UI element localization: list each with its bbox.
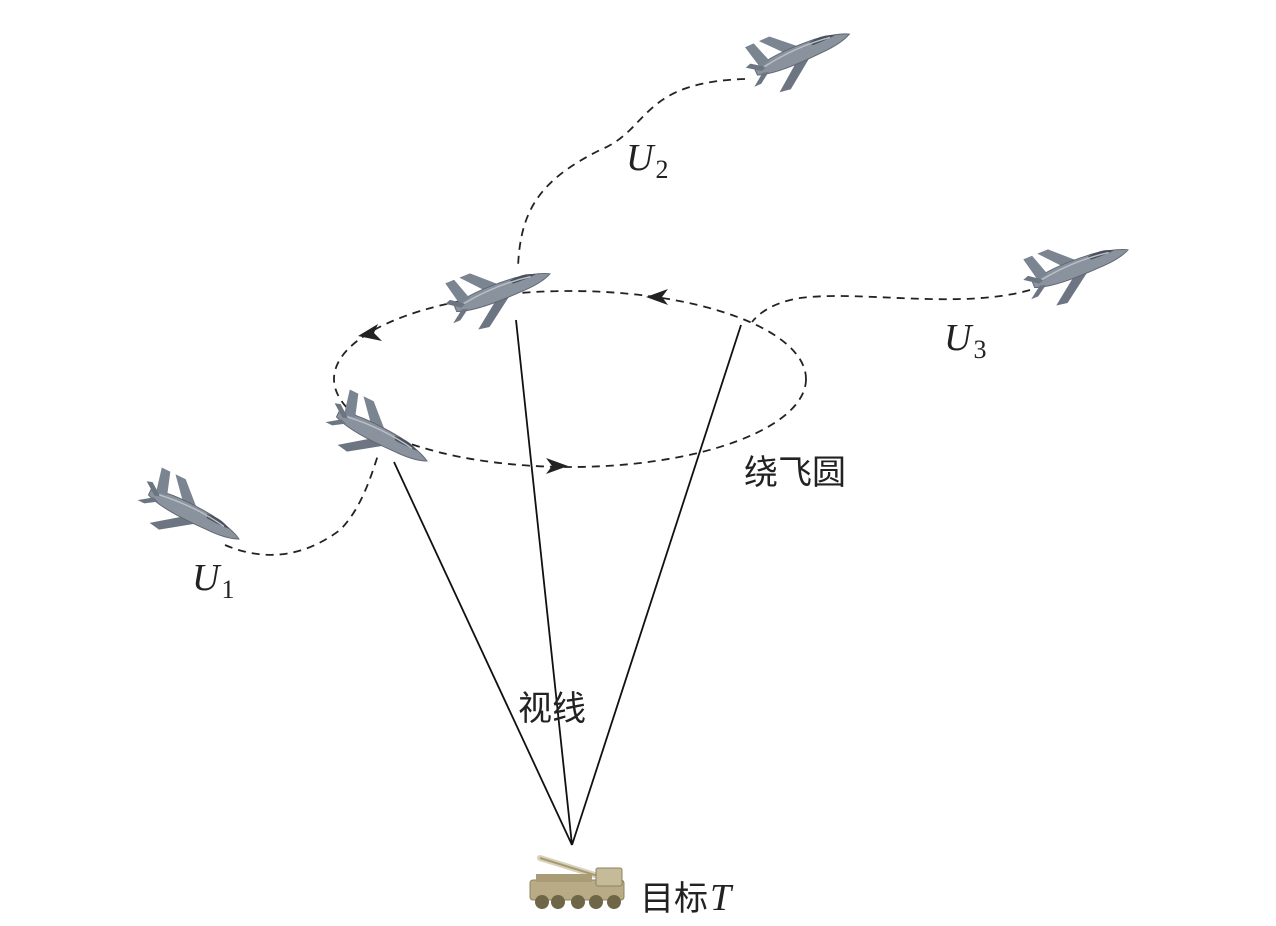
line-of-sight-label: 视线 [518, 689, 586, 729]
arrowhead-icon [358, 324, 382, 341]
uav-aircraft-icon [1015, 220, 1139, 316]
u3-label: U3 [944, 317, 986, 364]
uav-aircraft-icon [129, 463, 254, 564]
u3-path [751, 289, 1031, 323]
sight-line [393, 461, 573, 846]
uav-aircraft-icon [317, 385, 442, 486]
u2-path [517, 78, 746, 269]
u2-label: U2 [626, 137, 668, 184]
orbit-circle [333, 290, 807, 468]
u1-label: U1 [192, 557, 234, 604]
arrowhead-icon [546, 458, 568, 474]
u1-path [224, 454, 379, 556]
missile-launcher-vehicle-icon [529, 855, 625, 909]
uav-aircraft-icon [737, 5, 861, 104]
target-label: 目标T [640, 877, 734, 919]
sight-line [571, 324, 742, 846]
sight-line [515, 319, 573, 846]
orbit-label: 绕飞圆 [744, 453, 846, 493]
arrowhead-icon [646, 289, 668, 305]
